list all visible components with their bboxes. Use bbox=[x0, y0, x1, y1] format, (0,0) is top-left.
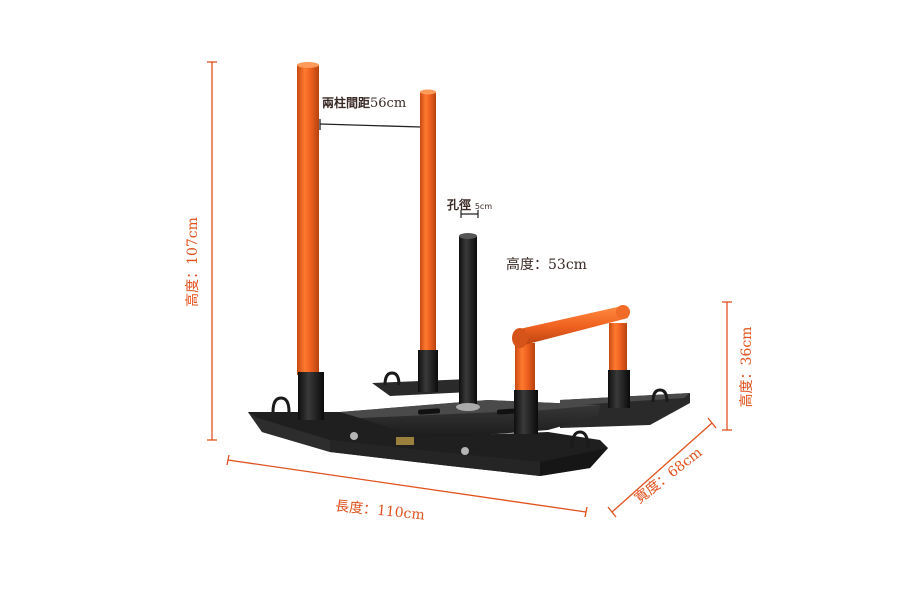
height-107-label: 高度：107cm bbox=[185, 217, 201, 307]
post-spacing-value: 56cm bbox=[370, 96, 407, 111]
length-110-line bbox=[227, 459, 587, 513]
peg-height-label: 高度：53cm bbox=[506, 257, 587, 273]
post-spacing-line bbox=[319, 119, 422, 133]
post-spacing-label: 兩柱間距56cm bbox=[322, 94, 406, 111]
handle-height-label: 高度：36cm bbox=[739, 326, 755, 408]
hole-diameter-marker bbox=[460, 210, 479, 218]
dimension-lines bbox=[207, 61, 732, 518]
hole-diameter-label: 孔徑 5cm bbox=[447, 196, 492, 213]
width-68-line bbox=[611, 422, 713, 513]
left-rear-post bbox=[418, 89, 438, 392]
left-front-post bbox=[297, 62, 324, 420]
hole-diameter-title: 孔徑 bbox=[447, 198, 472, 212]
hole-diameter-value: 5cm bbox=[474, 202, 493, 211]
handle-bar bbox=[512, 305, 630, 434]
front-runner bbox=[248, 412, 608, 476]
post-spacing-title: 兩柱間距 bbox=[322, 96, 371, 110]
d-rings bbox=[271, 371, 669, 449]
weight-peg bbox=[456, 233, 480, 411]
